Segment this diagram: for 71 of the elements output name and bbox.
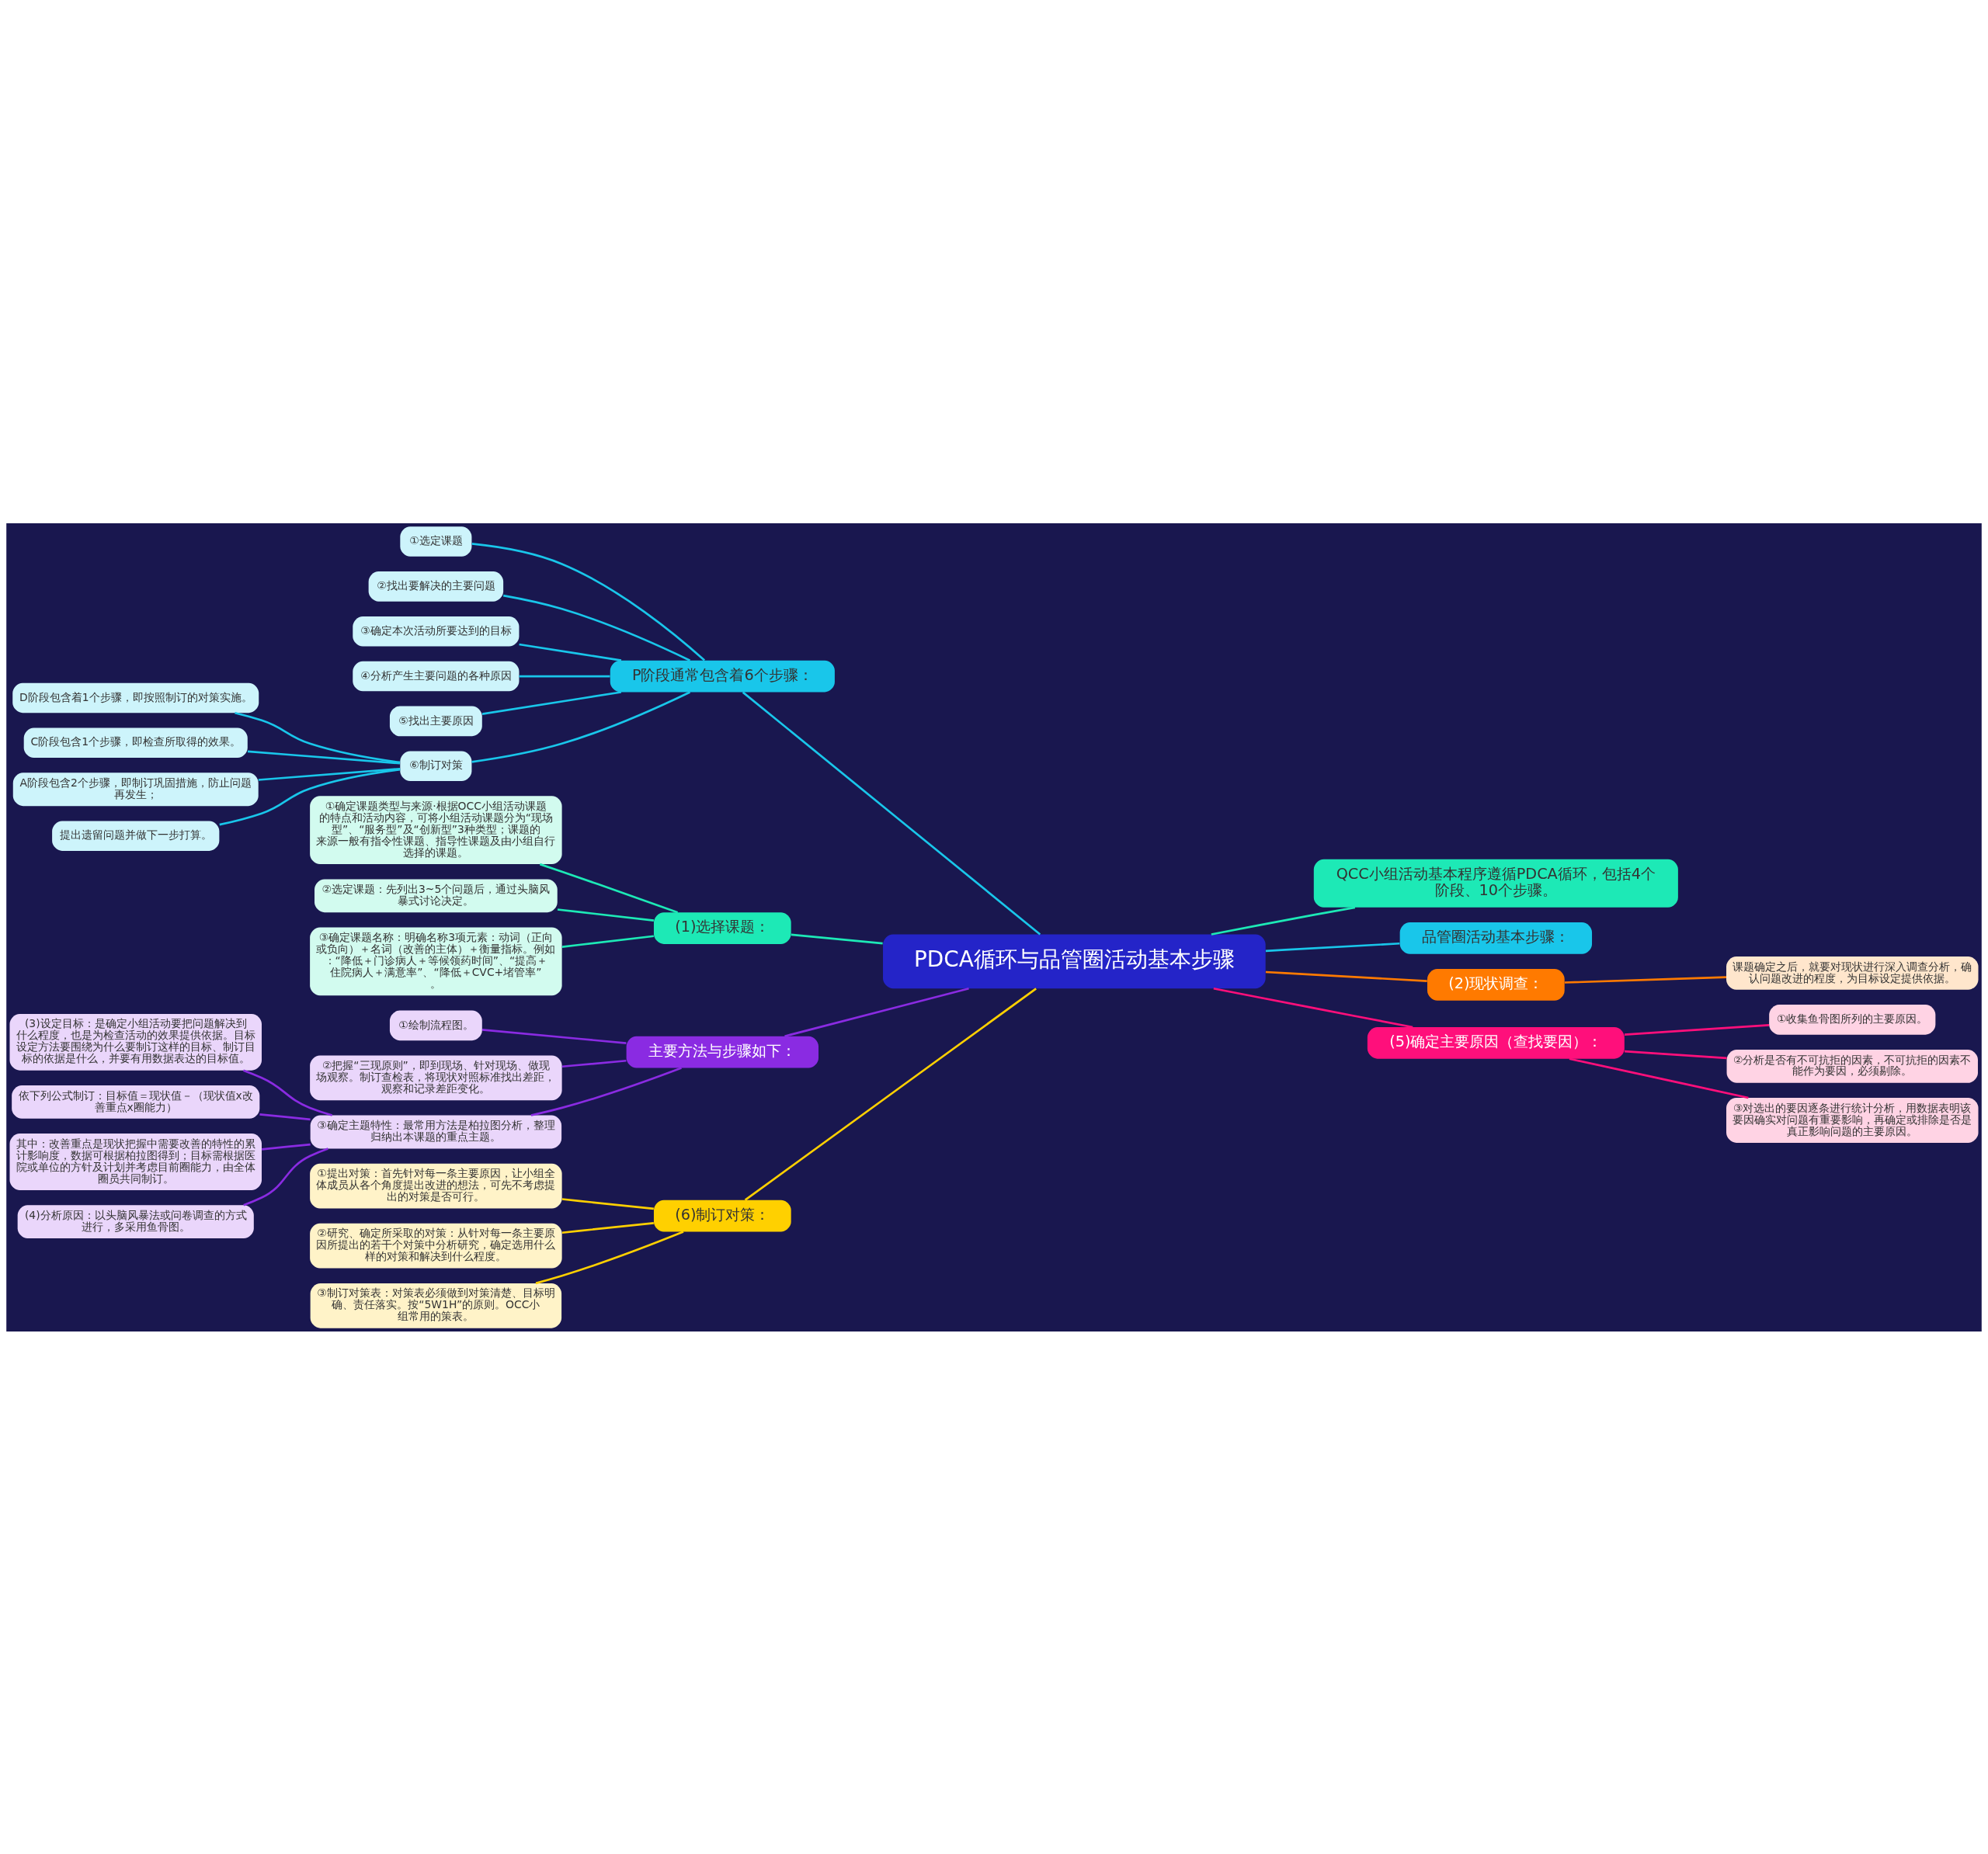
node-box: (1)选择课题： bbox=[653, 911, 791, 944]
connector bbox=[561, 934, 654, 948]
connector bbox=[791, 933, 883, 944]
connector bbox=[519, 675, 610, 677]
connector bbox=[1213, 987, 1413, 1028]
connector bbox=[262, 1143, 311, 1151]
node-box: (3)设定目标：是确定小组活动要把问题解决到什么程度，也是为检查活动的效果提供依据。目标设定方法要围绕为什么要制订这样的目标、制订目标的依据是什么，并要有用数据表达的目标值。 bbox=[9, 1013, 262, 1071]
node-box: ①绘制流程图。 bbox=[389, 1010, 482, 1040]
node-box: ②研究、确定所采取的对策：从针对每一条主要原因所提出的若干个对策中分析研究，确定选用什么样的对策和解决到什么程度。 bbox=[310, 1223, 562, 1269]
connector bbox=[258, 767, 401, 781]
node-box: A阶段包含2个步骤，即制订巩固措施，防止问题再发生； bbox=[12, 772, 259, 806]
connector bbox=[471, 542, 706, 661]
node-box: ⑥制订对策 bbox=[400, 750, 472, 781]
node-box: ②把握“三现原则”，即到现场、针对现场、做现场观察。制订查检表，将现状对照标准找出差距，观察和记录差距变化。 bbox=[310, 1054, 562, 1100]
node-box: D阶段包含着1个步骤，即按照制订的对策实施。 bbox=[12, 682, 259, 713]
node-box: ③确定主题特性：最常用方法是柏拉图分析，整理归纳出本课题的重点主题。 bbox=[310, 1115, 562, 1148]
connector bbox=[530, 1066, 682, 1116]
node-box: C阶段包含1个步骤，即检查所取得的效果。 bbox=[23, 727, 248, 758]
node-box: 提出遗留问题并做下一步打算。 bbox=[52, 820, 220, 851]
connector bbox=[561, 1221, 654, 1234]
connector bbox=[219, 768, 401, 825]
node-box: (4)分析原因：以头脑风暴法或问卷调查的方式进行，多采用鱼骨图。 bbox=[17, 1204, 254, 1238]
node-box: (6)制订对策： bbox=[653, 1200, 791, 1231]
node-box: (5)确定主要原因（查找要因）： bbox=[1367, 1026, 1625, 1059]
connector bbox=[481, 1028, 627, 1044]
connector bbox=[561, 1197, 654, 1210]
node-box: ③确定课题名称：明确名称3项元素：动词（正向或负向）＋名词（改善的主体）＋衡量指标。例如：“降低＋门诊病人＋等候领药时间”、“提高＋住院病人＋满意率”、“降低＋CVC+堵管率”。 bbox=[310, 927, 562, 995]
node-box: 其中：改善重点是现状把握中需要改善的特性的累计影响度，数据可根据柏拉图得到；目标需根据医院或单位的方针及计划并考虑目前圈能力，由全体圈员共同制订。 bbox=[9, 1133, 262, 1190]
connector bbox=[1624, 1023, 1770, 1036]
node-box: ⑤找出主要原因 bbox=[389, 706, 482, 736]
node-box: ③对选出的要因逐条进行统计分析，用数据表明该要因确实对问题有重要影响，再确定或排除是否是真正影响问题的主要原因。 bbox=[1726, 1097, 1979, 1143]
connector bbox=[247, 750, 401, 765]
connector bbox=[561, 1059, 627, 1068]
node-box: ②找出要解决的主要问题 bbox=[368, 571, 504, 602]
connector bbox=[243, 1069, 333, 1116]
node-box: ①收集鱼骨图所列的主要原因。 bbox=[1769, 1004, 1936, 1035]
node-box: ③确定本次活动所要达到的目标 bbox=[353, 616, 520, 646]
connector bbox=[259, 1113, 311, 1120]
connector bbox=[243, 1147, 328, 1206]
connector bbox=[502, 594, 691, 661]
connector bbox=[1624, 1050, 1727, 1059]
node-box: ①提出对策：首先针对每一条主要原因，让小组全体成员从各个角度提出改进的想法，可先不考虑提出的对策是否可行。 bbox=[310, 1163, 562, 1208]
connector bbox=[784, 987, 969, 1037]
connector bbox=[235, 711, 401, 763]
connector bbox=[1569, 1057, 1749, 1099]
connector bbox=[744, 987, 1037, 1201]
connector bbox=[471, 690, 691, 763]
connector bbox=[519, 643, 622, 661]
node-box: PDCA循环与品管圈活动基本步骤 bbox=[883, 934, 1266, 988]
connector bbox=[1564, 975, 1727, 984]
node-box: ④分析产生主要问题的各种原因 bbox=[353, 661, 520, 691]
connector bbox=[1265, 942, 1400, 952]
node-box: ②选定课题：先列出3~5个问题后，通过头脑风暴式讨论决定。 bbox=[315, 878, 558, 912]
node-box: ②分析是否有不可抗拒的因素，不可抗拒的因素不能作为要因，必须剔除。 bbox=[1726, 1049, 1978, 1083]
node-box: ③制订对策表：对策表必须做到对策清楚、目标明确、责任落实。按“5W1H”的原则。OCC小组常用的策表。 bbox=[310, 1283, 562, 1328]
node-box: P阶段通常包含着6个步骤： bbox=[610, 660, 835, 692]
connector bbox=[1211, 906, 1356, 936]
node-box: QCC小组活动基本程序遵循PDCA循环，包括4个阶段、10个步骤。 bbox=[1313, 859, 1678, 908]
connector bbox=[742, 691, 1041, 935]
connector bbox=[539, 863, 679, 913]
node-box: ①确定课题类型与来源·根据OCC小组活动课题的特点和活动内容，可将小组活动课题分为“现场型”、“服务型”及“创新型”3种类型；课题的来源一般有指令性课题、指导性课题及由小组自行选择的课题。 bbox=[310, 795, 562, 864]
node-box: 主要方法与步骤如下： bbox=[626, 1036, 818, 1068]
node-box: ①选定课题 bbox=[400, 526, 472, 557]
connector bbox=[1265, 970, 1427, 982]
node-box: 依下列公式制订：目标值＝现状值－（现状值x改善重点x圈能力） bbox=[12, 1085, 260, 1119]
connector bbox=[557, 908, 654, 922]
node-box: 课题确定之后，就要对现状进行深入调查分析，确认问题改进的程度，为目标设定提供依据。 bbox=[1726, 956, 1979, 990]
connector bbox=[481, 690, 622, 715]
node-box: 品管圈活动基本步骤： bbox=[1399, 922, 1593, 954]
connector bbox=[535, 1230, 684, 1284]
node-box: (2)现状调查： bbox=[1427, 968, 1565, 1001]
